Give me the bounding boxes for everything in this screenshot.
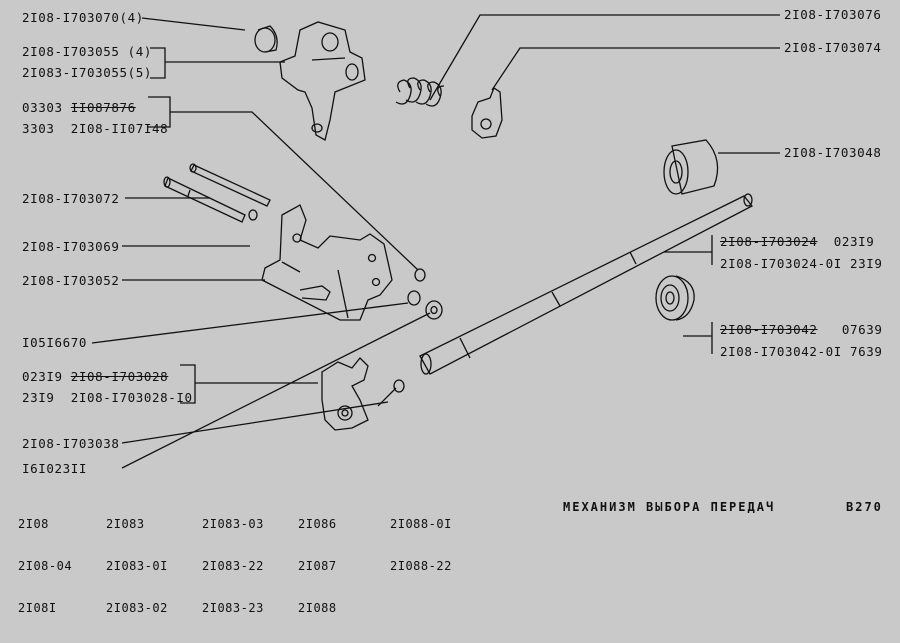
- label-seal-b: 2I08-I703042-0I 7639: [720, 344, 883, 359]
- model-item: 2I083-02: [106, 601, 168, 615]
- page-code: В270: [846, 500, 883, 514]
- label-seal-a: 2I08-I703042 07639: [720, 323, 883, 337]
- model-item: 2I088-22: [390, 559, 452, 573]
- label-pin-072: 2I08-I703072: [22, 191, 120, 206]
- label-bracket: 2I08-I703052: [22, 273, 120, 288]
- diagram-title: МЕХАНИЗМ ВЫБОРА ПЕРЕДАЧ: [563, 500, 776, 514]
- model-col-2: 2I083 2I083-0I 2I083-02: [106, 489, 168, 643]
- label-rod-a: 2I08-I703024 023I9: [720, 235, 874, 249]
- label-screw: 2I08-I703038: [22, 436, 120, 451]
- model-col-1: 2I08 2I08-04 2I08I: [18, 489, 72, 643]
- label-lever-a-code: 023I9: [22, 369, 71, 384]
- label-lever-a: 023I9 2I08-I703028: [22, 370, 168, 384]
- model-col-3: 2I083-03 2I083-22 2I083-23: [202, 489, 264, 643]
- model-item: 2I087: [298, 559, 337, 573]
- label-clip-a-num: II087876: [70, 100, 136, 115]
- model-col-5: 2I088-0I 2I088-22: [390, 489, 452, 601]
- label-bushing: 2I08-I703070(4): [22, 10, 144, 25]
- label-washer: I05I6670: [22, 335, 88, 350]
- label-clip-a-code: 03303: [22, 100, 71, 115]
- label-nut: I6I023II: [22, 461, 88, 476]
- label-lever-a-num: 2I08-I703028: [70, 369, 169, 384]
- model-item: 2I08-04: [18, 559, 73, 573]
- label-selector-lever: 2I08-I703055 (4): [22, 44, 153, 59]
- label-rod-bushing: 2I08-I703048: [784, 145, 882, 160]
- label-clip-b: 3303 2I08-II07I48: [22, 121, 169, 136]
- parts-drawing: [91, 14, 780, 469]
- model-item: 2I088-0I: [390, 517, 452, 531]
- label-clip-a: 03303 II087876: [22, 101, 136, 115]
- model-item: 2I083-03: [202, 517, 264, 531]
- label-seal-a-num: 2I08-I703042: [720, 322, 818, 337]
- label-rod-a-code: 023I9: [817, 234, 875, 249]
- model-item: 2I083-0I: [106, 559, 168, 573]
- model-item: 2I083-22: [202, 559, 264, 573]
- label-lever-b: 23I9 2I08-I703028-I0: [22, 390, 193, 405]
- gear-selector-diagram: 2I08-I703070(4) 2I08-I703055 (4) 2I083-I…: [18, 7, 883, 616]
- label-spring: 2I08-I703076: [784, 7, 882, 22]
- model-item: 2I08: [18, 517, 49, 531]
- model-item: 2I083: [106, 517, 145, 531]
- label-seal-a-code: 07639: [817, 322, 883, 337]
- label-rod-a-num: 2I08-I703024: [720, 234, 818, 249]
- label-plate: 2I08-I703074: [784, 40, 882, 55]
- model-item: 2I08I: [18, 601, 57, 615]
- model-item: 2I088: [298, 601, 337, 615]
- label-rod-b: 2I08-I703024-0I 23I9: [720, 256, 883, 271]
- label-selector-lever-alt: 2I083-I703055(5): [22, 65, 153, 80]
- label-pin-069: 2I08-I703069: [22, 239, 120, 254]
- model-item: 2I083-23: [202, 601, 264, 615]
- model-col-4: 2I086 2I087 2I088: [298, 489, 337, 643]
- model-item: 2I086: [298, 517, 337, 531]
